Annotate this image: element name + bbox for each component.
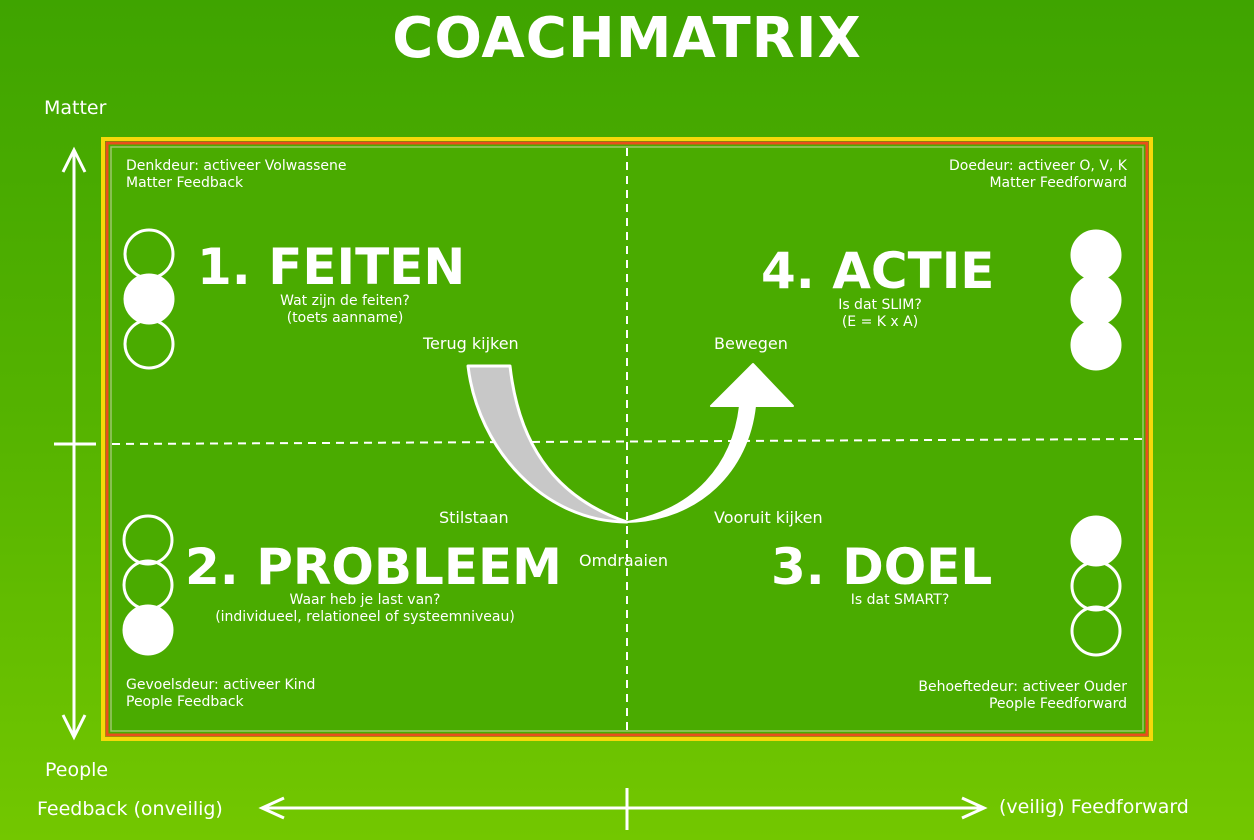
corner-gevoelsdeur: Gevoelsdeur: activeer Kind People Feedba… <box>126 677 315 711</box>
indicator-circle <box>122 514 174 566</box>
indicator-circle <box>1070 515 1122 567</box>
indicator-circle <box>123 273 175 325</box>
quadrant-title-probleem: 2. PROBLEEM <box>185 538 562 596</box>
indicator-circle <box>1070 229 1122 281</box>
corner-behoeftedeur: Behoeftedeur: activeer Ouder People Feed… <box>858 679 1127 713</box>
page-title: COACHMATRIX <box>392 6 862 71</box>
outer-border <box>101 137 1153 741</box>
indicator-group-doel <box>1070 515 1122 657</box>
corner-line: Matter Feedforward <box>989 175 1127 191</box>
quadrant-sub-doel: Is dat SMART? <box>800 592 1000 609</box>
horizontal-divider <box>111 438 1143 445</box>
corner-line: Matter Feedback <box>126 175 244 191</box>
quadrant-sub-line: Is dat SMART? <box>850 592 950 608</box>
quadrant-title-feiten: 1. FEITEN <box>197 238 466 296</box>
indicator-circle <box>1070 560 1122 612</box>
quadrant-title-actie: 4. ACTIE <box>761 242 995 300</box>
indicator-circle <box>1070 605 1122 657</box>
indicator-circle <box>1070 319 1122 371</box>
label-stilstaan: Stilstaan <box>439 508 509 527</box>
indicator-group-feiten <box>123 228 175 370</box>
quadrant-sub-line: Is dat SLIM? <box>838 297 922 313</box>
label-bewegen: Bewegen <box>714 334 788 353</box>
axis-label-matter: Matter <box>44 97 107 119</box>
quadrant-sub-line: (individueel, relationeel of systeemnive… <box>215 609 515 625</box>
axis-label-feedback: Feedback (onveilig) <box>37 798 223 820</box>
inner-border <box>110 146 1144 732</box>
indicator-group-actie <box>1070 229 1122 371</box>
label-vooruit-kijken: Vooruit kijken <box>714 508 823 527</box>
quadrant-sub-line: Wat zijn de feiten? <box>280 293 410 309</box>
quadrant-sub-line: (E = K x A) <box>841 314 919 330</box>
corner-line: Gevoelsdeur: activeer Kind <box>126 677 316 693</box>
indicator-circle <box>123 318 175 370</box>
quadrant-sub-actie: Is dat SLIM? (E = K x A) <box>780 297 980 331</box>
corner-doedeur: Doedeur: activeer O, V, K Matter Feedfor… <box>878 158 1127 192</box>
corner-line: Denkdeur: activeer Volwassene <box>126 158 347 174</box>
corner-line: People Feedback <box>126 694 244 710</box>
quadrant-sub-feiten: Wat zijn de feiten? (toets aanname) <box>230 293 460 327</box>
horizontal-axis-arrow <box>258 788 988 830</box>
indicator-group-probleem <box>122 514 174 656</box>
corner-line: People Feedforward <box>988 696 1127 712</box>
quadrant-sub-line: Waar heb je last van? <box>289 592 441 608</box>
label-omdraaien: Omdraaien <box>579 551 668 570</box>
matrix-panel <box>105 141 1149 737</box>
vertical-axis-arrow <box>54 146 96 741</box>
axis-label-people: People <box>45 759 109 781</box>
quadrant-title-doel: 3. DOEL <box>771 538 993 596</box>
forward-arrow-shape <box>626 363 794 523</box>
quadrant-sub-line: (toets aanname) <box>286 310 404 326</box>
corner-line: Behoeftedeur: activeer Ouder <box>918 679 1127 695</box>
corner-line: Doedeur: activeer O, V, K <box>949 158 1127 174</box>
label-terug-kijken: Terug kijken <box>423 334 519 353</box>
axis-label-feedforward: (veilig) Feedforward <box>999 796 1189 818</box>
indicator-circle <box>1070 274 1122 326</box>
indicator-circle <box>122 604 174 656</box>
quadrant-sub-probleem: Waar heb je last van? (individueel, rela… <box>180 592 550 626</box>
corner-denkdeur: Denkdeur: activeer Volwassene Matter Fee… <box>126 158 346 192</box>
